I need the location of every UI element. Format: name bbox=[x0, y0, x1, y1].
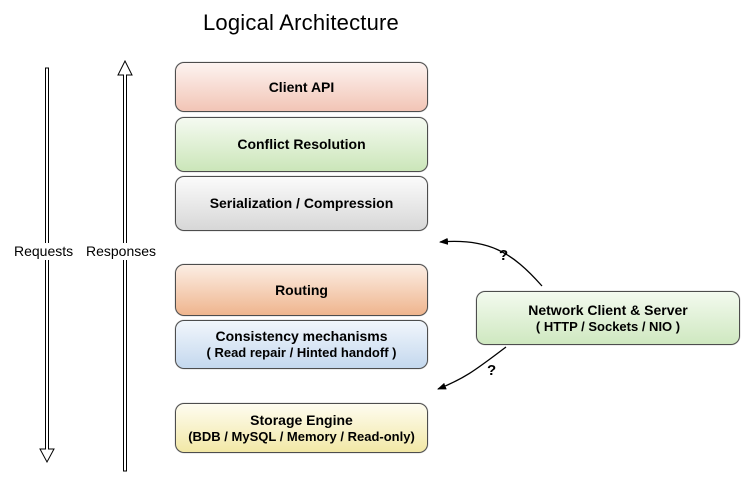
box-serialization-compression-label: Serialization / Compression bbox=[209, 195, 394, 211]
box-consistency-mechanisms-label: Consistency mechanisms bbox=[215, 328, 388, 344]
question-mark-top: ? bbox=[499, 247, 509, 264]
question-mark-bottom: ? bbox=[487, 362, 497, 379]
box-consistency-mechanisms: Consistency mechanisms ( Read repair / H… bbox=[175, 320, 428, 369]
requests-down-arrow bbox=[39, 67, 55, 464]
diagram-title: Logical Architecture bbox=[203, 10, 399, 35]
responses-up-arrow bbox=[117, 59, 133, 472]
box-storage-engine-sublabel: (BDB / MySQL / Memory / Read-only) bbox=[188, 428, 415, 444]
box-routing: Routing bbox=[175, 264, 428, 316]
box-routing-label: Routing bbox=[275, 281, 328, 298]
box-conflict-resolution-label: Conflict Resolution bbox=[237, 136, 366, 152]
network-to-upper-stack-arrow bbox=[439, 237, 543, 287]
requests-label: Requests bbox=[12, 243, 76, 260]
box-serialization-compression: Serialization / Compression bbox=[175, 176, 428, 231]
box-storage-engine: Storage Engine (BDB / MySQL / Memory / R… bbox=[175, 403, 428, 453]
box-conflict-resolution: Conflict Resolution bbox=[175, 117, 428, 172]
box-network-client-server-label: Network Client & Server bbox=[528, 301, 688, 318]
box-storage-engine-label: Storage Engine bbox=[250, 411, 353, 428]
box-consistency-mechanisms-sublabel: ( Read repair / Hinted handoff ) bbox=[206, 345, 397, 360]
box-client-api: Client API bbox=[175, 62, 428, 112]
responses-label: Responses bbox=[84, 243, 159, 260]
box-client-api-label: Client API bbox=[268, 78, 335, 95]
network-to-storage-arrow bbox=[437, 346, 507, 390]
box-network-client-server: Network Client & Server ( HTTP / Sockets… bbox=[476, 291, 740, 345]
box-network-client-server-sublabel: ( HTTP / Sockets / NIO ) bbox=[535, 318, 681, 334]
